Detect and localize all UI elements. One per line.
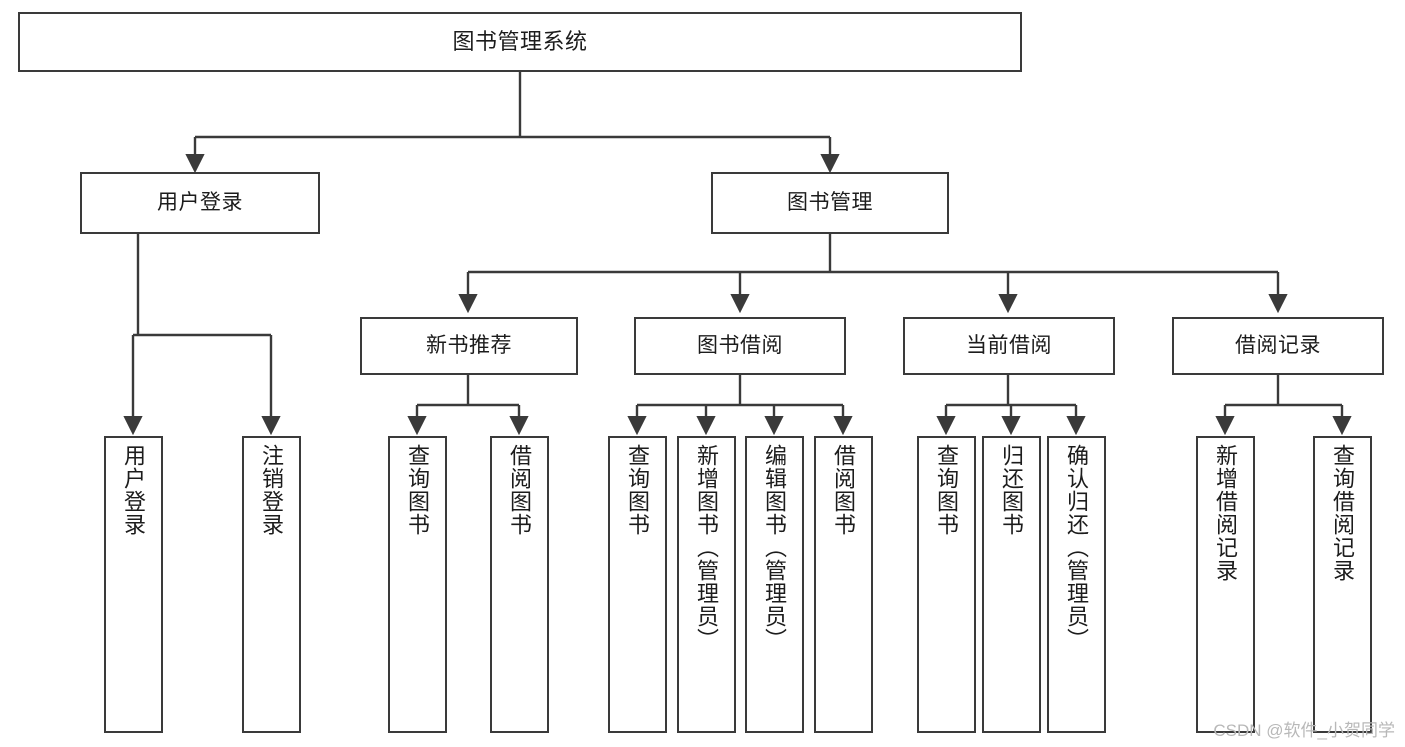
node-leaf-edit-book[interactable]: 编辑图书（管理员）	[745, 436, 804, 733]
node-leaf-query-record-label: 查询借阅记录	[1330, 444, 1356, 582]
node-leaf-borrow-book-2-label: 借阅图书	[831, 444, 857, 536]
node-leaf-logout-login-label: 注销登录	[259, 444, 285, 536]
node-user-login-label: 用户登录	[157, 190, 243, 214]
node-book-management[interactable]: 图书管理	[711, 172, 949, 234]
node-new-book-recommend[interactable]: 新书推荐	[360, 317, 578, 375]
node-borrow-record[interactable]: 借阅记录	[1172, 317, 1384, 375]
node-leaf-add-book[interactable]: 新增图书（管理员）	[677, 436, 736, 733]
node-book-management-label: 图书管理	[787, 190, 873, 214]
node-root[interactable]: 图书管理系统	[18, 12, 1022, 72]
node-leaf-confirm-return[interactable]: 确认归还（管理员）	[1047, 436, 1106, 733]
node-leaf-user-login-label: 用户登录	[121, 444, 147, 536]
node-leaf-query-book-3-label: 查询图书	[934, 444, 960, 536]
node-leaf-query-record[interactable]: 查询借阅记录	[1313, 436, 1372, 733]
node-leaf-query-book-2[interactable]: 查询图书	[608, 436, 667, 733]
node-leaf-user-login[interactable]: 用户登录	[104, 436, 163, 733]
node-new-book-recommend-label: 新书推荐	[426, 333, 512, 357]
node-book-borrow[interactable]: 图书借阅	[634, 317, 846, 375]
node-book-borrow-label: 图书借阅	[697, 333, 783, 357]
node-leaf-edit-book-label: 编辑图书（管理员）	[762, 444, 788, 651]
node-leaf-query-book-2-label: 查询图书	[625, 444, 651, 536]
node-leaf-query-book-1[interactable]: 查询图书	[388, 436, 447, 733]
node-leaf-return-book-label: 归还图书	[999, 444, 1025, 536]
node-leaf-borrow-book-1-label: 借阅图书	[507, 444, 533, 536]
node-leaf-logout-login[interactable]: 注销登录	[242, 436, 301, 733]
node-leaf-query-book-3[interactable]: 查询图书	[917, 436, 976, 733]
node-current-borrow[interactable]: 当前借阅	[903, 317, 1115, 375]
node-leaf-query-book-1-label: 查询图书	[405, 444, 431, 536]
node-leaf-add-book-label: 新增图书（管理员）	[694, 444, 720, 651]
node-leaf-borrow-book-2[interactable]: 借阅图书	[814, 436, 873, 733]
node-leaf-return-book[interactable]: 归还图书	[982, 436, 1041, 733]
node-leaf-add-record[interactable]: 新增借阅记录	[1196, 436, 1255, 733]
node-leaf-confirm-return-label: 确认归还（管理员）	[1064, 444, 1090, 651]
node-borrow-record-label: 借阅记录	[1235, 333, 1321, 357]
node-leaf-add-record-label: 新增借阅记录	[1213, 444, 1239, 582]
node-user-login[interactable]: 用户登录	[80, 172, 320, 234]
csdn-watermark: CSDN @软件_小贺同学	[1213, 721, 1395, 740]
node-current-borrow-label: 当前借阅	[966, 333, 1052, 357]
node-root-label: 图书管理系统	[452, 29, 588, 55]
node-leaf-borrow-book-1[interactable]: 借阅图书	[490, 436, 549, 733]
